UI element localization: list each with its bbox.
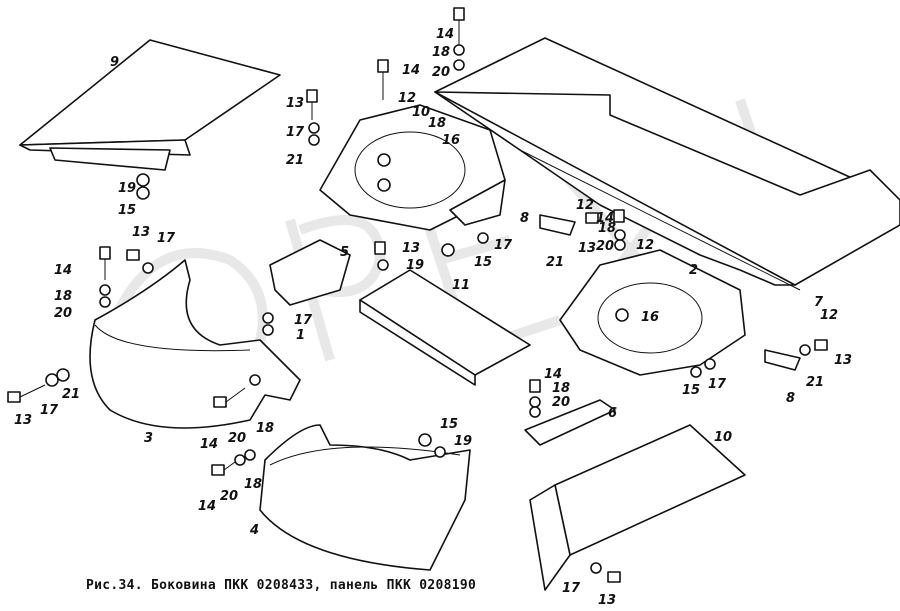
part-6-bracket xyxy=(524,399,616,446)
callout: 15 xyxy=(118,203,136,218)
callout: 19 xyxy=(406,258,424,273)
callout: 15 xyxy=(682,383,700,398)
callout: 17 xyxy=(562,581,581,596)
callout: 19 xyxy=(118,181,136,196)
callout: 21 xyxy=(286,153,304,168)
callout: 9 xyxy=(110,55,119,70)
part-3-side xyxy=(89,259,301,429)
callout-labels: 9 19 15 13 17 14 18 20 21 17 13 3 14 20 … xyxy=(14,27,852,608)
callout: 6 xyxy=(608,406,617,421)
callout: 13 xyxy=(402,241,420,256)
callout: 18 xyxy=(256,421,274,436)
callout: 13 xyxy=(598,593,616,608)
part-7-panel xyxy=(434,37,900,291)
figure-caption: Рис.34. Боковина ПКК 0208433, панель ПКК… xyxy=(86,578,477,593)
part-4-side xyxy=(259,424,471,571)
part-5-bracket xyxy=(269,239,351,306)
callout: 14 xyxy=(402,63,420,78)
callout: 17 xyxy=(40,403,59,418)
part-10-cover xyxy=(529,424,746,591)
part-9-cover xyxy=(19,39,281,171)
callout: 18 xyxy=(552,381,570,396)
part-11-plate xyxy=(359,269,531,386)
callout: 12 xyxy=(636,238,654,253)
callout: 18 xyxy=(428,116,446,131)
callout: 21 xyxy=(62,387,80,402)
part-8-brackets xyxy=(539,214,801,371)
callout: 14 xyxy=(544,367,562,382)
callout: 8 xyxy=(786,391,795,406)
callout: 19 xyxy=(454,434,472,449)
callout: 13 xyxy=(14,413,32,428)
callout: 12 xyxy=(576,198,594,213)
callout: 18 xyxy=(244,477,262,492)
callout: 8 xyxy=(520,211,529,226)
callout: 12 xyxy=(820,308,838,323)
callout: 16 xyxy=(641,310,659,325)
callout: 10 xyxy=(412,105,430,120)
callout: 14 xyxy=(596,211,614,226)
callout: 11 xyxy=(452,278,470,293)
callout: 5 xyxy=(340,245,349,260)
callout: 20 xyxy=(54,306,72,321)
callout: 20 xyxy=(228,431,246,446)
callout: 7 xyxy=(814,295,824,310)
callout: 16 xyxy=(442,133,460,148)
callout: 1 xyxy=(296,328,305,343)
callout: 17 xyxy=(294,313,313,328)
callout: 14 xyxy=(436,27,454,42)
callout: 15 xyxy=(440,417,458,432)
callout: 20 xyxy=(432,65,450,80)
callout: 17 xyxy=(157,231,176,246)
callout: 17 xyxy=(286,125,305,140)
callout: 2 xyxy=(689,263,698,278)
callout: 20 xyxy=(220,489,238,504)
callout: 21 xyxy=(546,255,564,270)
callout: 15 xyxy=(474,255,492,270)
callout: 13 xyxy=(834,353,852,368)
callout: 18 xyxy=(54,289,72,304)
callout: 20 xyxy=(596,239,614,254)
callout: 17 xyxy=(494,238,513,253)
callout: 14 xyxy=(198,499,216,514)
part-1-flange xyxy=(319,104,506,231)
callout: 13 xyxy=(286,96,304,111)
callout: 21 xyxy=(806,375,824,390)
part-2-flange xyxy=(559,249,746,376)
callout: 12 xyxy=(398,91,416,106)
fasteners xyxy=(7,7,828,583)
callout: 3 xyxy=(144,431,153,446)
callout: 13 xyxy=(578,241,596,256)
callout: 13 xyxy=(132,225,150,240)
callout: 4 xyxy=(249,523,259,538)
callout: 14 xyxy=(54,263,72,278)
callout: 20 xyxy=(552,395,570,410)
callout: 18 xyxy=(432,45,450,60)
callout: 14 xyxy=(200,437,218,452)
callout: 10 xyxy=(714,430,732,445)
callout: 18 xyxy=(598,221,616,236)
callout: 17 xyxy=(708,377,727,392)
